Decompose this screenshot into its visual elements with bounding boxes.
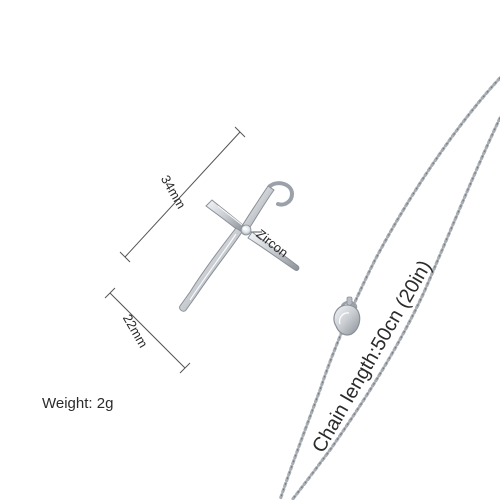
necklace-chain — [278, 76, 500, 500]
lobster-clasp — [333, 296, 361, 336]
width-dimension-line — [104, 287, 191, 374]
weight-label: Weight: 2g — [42, 395, 114, 412]
height-dimension-line — [119, 126, 246, 263]
zircon-stone — [240, 224, 252, 236]
cross-pendant — [179, 181, 300, 312]
